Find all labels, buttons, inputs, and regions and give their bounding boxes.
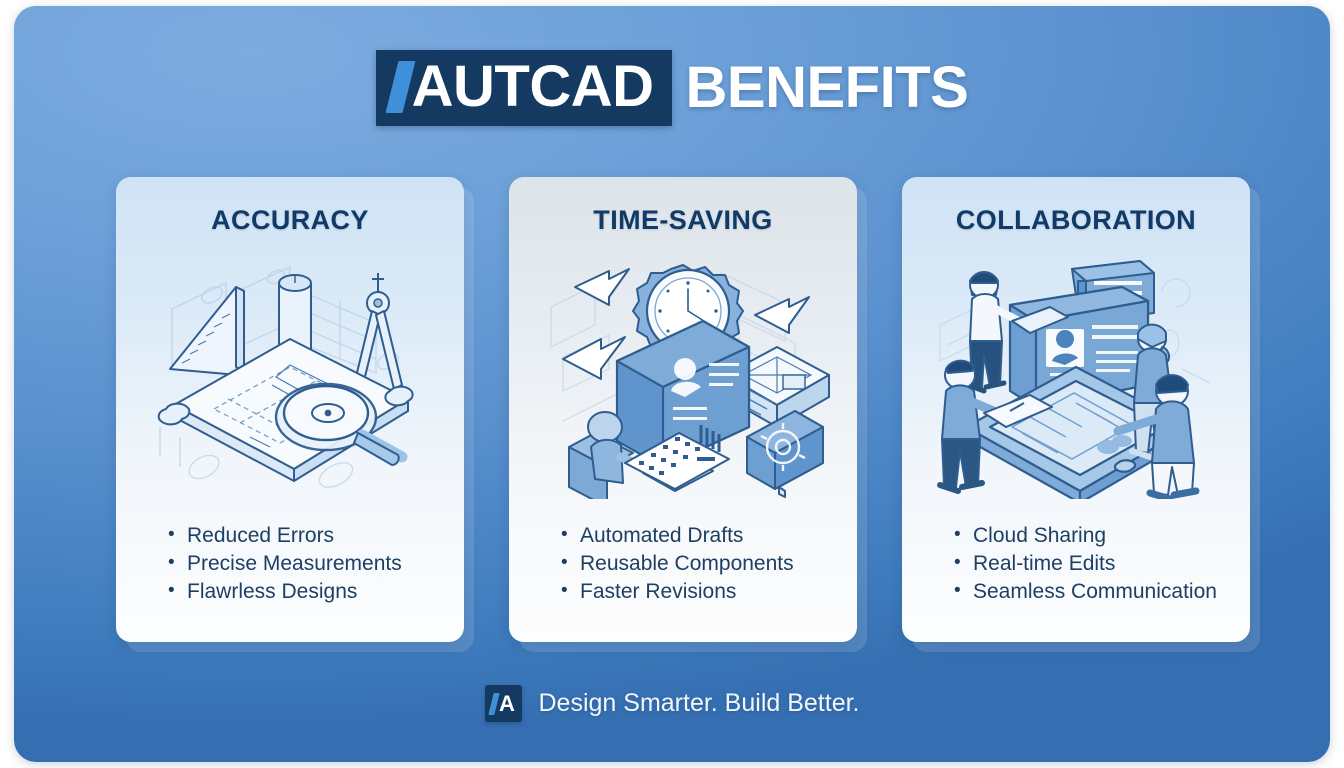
list-item: Cloud Sharing: [954, 521, 1217, 550]
slash-icon: [385, 61, 416, 113]
page-title: BENEFITS: [685, 55, 969, 120]
benefit-card-collaboration[interactable]: COLLABORATION: [902, 177, 1250, 642]
list-item: Reusable Components: [561, 549, 794, 578]
benefit-list: Cloud Sharing Real-time Edits Seamless C…: [954, 521, 1217, 606]
benefit-list: Reduced Errors Precise Measurements Flaw…: [168, 521, 402, 606]
poster-footer: A Design Smarter. Build Better.: [14, 685, 1330, 722]
benefit-card-time-saving[interactable]: TIME-SAVING: [509, 177, 857, 642]
tagline: Design Smarter. Build Better.: [538, 689, 860, 717]
list-item: Reduced Errors: [168, 521, 402, 550]
title-row: AUTCAD BENEFITS: [375, 50, 969, 126]
benefit-cards: ACCURACY: [116, 177, 1250, 642]
card-title: TIME-SAVING: [593, 205, 773, 235]
team-tablet-collaboration-icon: [902, 251, 1250, 499]
benefit-list: Automated Drafts Reusable Components Fas…: [561, 521, 794, 606]
card-title: COLLABORATION: [955, 205, 1197, 235]
blueprint-drafting-tools-icon: [116, 251, 464, 499]
brand-logo-icon: A: [484, 685, 522, 722]
list-item: Precise Measurements: [168, 549, 402, 578]
list-item: Flawrless Designs: [168, 577, 402, 606]
poster-header: AUTCAD BENEFITS: [14, 50, 1330, 126]
list-item: Faster Revisions: [561, 577, 794, 606]
brand-word: AUTCAD: [411, 54, 654, 119]
card-title: ACCURACY: [211, 205, 369, 235]
brand-badge: AUTCAD: [375, 50, 672, 126]
clock-gear-workstation-icon: [509, 251, 857, 499]
list-item: Seamless Communication: [954, 577, 1217, 606]
benefit-card-accuracy[interactable]: ACCURACY: [116, 177, 464, 642]
poster-canvas: AUTCAD BENEFITS ACCURACY: [14, 6, 1330, 762]
list-item: Automated Drafts: [561, 521, 794, 550]
list-item: Real-time Edits: [954, 549, 1217, 578]
logo-letter: A: [499, 690, 515, 716]
